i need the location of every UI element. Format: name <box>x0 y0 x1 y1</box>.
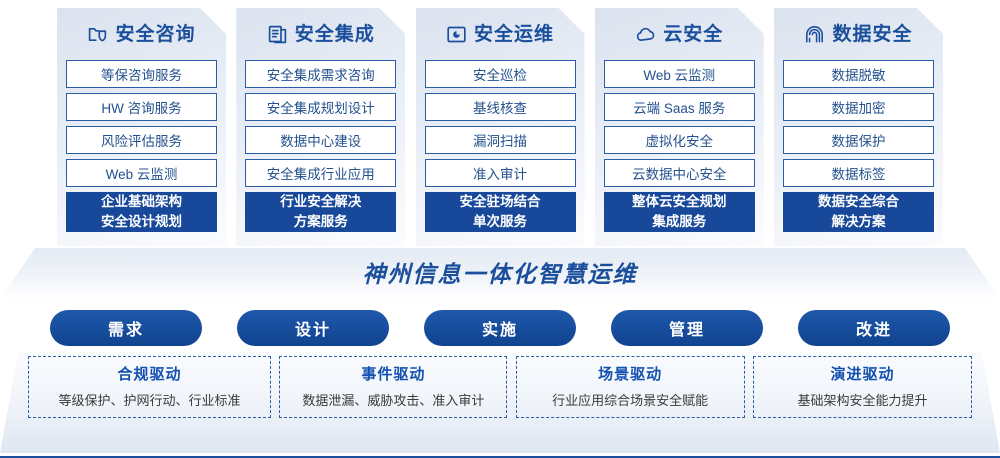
service-item[interactable]: 风险评估服务 <box>66 126 217 154</box>
driver-description: 基础架构安全能力提升 <box>797 393 928 408</box>
driver-title: 事件驱动 <box>361 366 426 383</box>
panel-header: 数据安全 <box>783 8 934 60</box>
service-item[interactable]: 安全巡检 <box>425 60 576 88</box>
panel-summary[interactable]: 安全驻场结合 单次服务 <box>425 192 576 232</box>
panel-summary[interactable]: 企业基础架构 安全设计规划 <box>66 192 217 232</box>
panel-title: 安全集成 <box>294 23 375 45</box>
cloud-icon <box>635 24 656 45</box>
documents-copy-icon <box>267 24 288 45</box>
panel-summary[interactable]: 行业安全解决 方案服务 <box>245 192 396 232</box>
driver-title: 演进驱动 <box>830 366 895 383</box>
platform-banner: 神州信息一体化智慧运维 <box>0 248 1000 300</box>
service-item[interactable]: 云端 Saas 服务 <box>604 93 755 121</box>
driver-description: 数据泄漏、威胁攻击、准入审计 <box>302 393 485 408</box>
service-item[interactable]: 虚拟化安全 <box>604 126 755 154</box>
panel-title: 云安全 <box>663 23 724 45</box>
service-item[interactable]: 安全集成行业应用 <box>245 159 396 187</box>
process-step-improvement[interactable]: 改进 <box>798 310 950 346</box>
service-panels: 安全咨询 等保咨询服务 HW 咨询服务 风险评估服务 Web 云监测 企业基础架… <box>0 8 1000 248</box>
driver-title: 场景驱动 <box>598 366 663 383</box>
panel-summary[interactable]: 整体云安全规划 集成服务 <box>604 192 755 232</box>
driver-evolution[interactable]: 演进驱动 基础架构安全能力提升 <box>752 356 972 418</box>
service-item[interactable]: 安全集成需求咨询 <box>245 60 396 88</box>
panel-summary-line: 企业基础架构 <box>101 194 182 210</box>
process-steps: 需求 设计 实施 管理 改进 <box>0 310 1000 346</box>
drivers-container <box>0 352 1000 453</box>
driver-title: 合规驱动 <box>117 366 182 383</box>
banner-underline <box>0 456 1000 458</box>
panel-header: 安全咨询 <box>66 8 217 60</box>
panel-title: 安全运维 <box>473 23 554 45</box>
fingerprint-icon <box>804 24 825 45</box>
service-item[interactable]: Web 云监测 <box>604 60 755 88</box>
panel-summary-line: 安全驻场结合 <box>459 194 541 210</box>
panel-summary-line: 数据安全综合 <box>818 194 899 210</box>
service-item[interactable]: 数据脱敏 <box>783 60 934 88</box>
process-step-design[interactable]: 设计 <box>237 310 389 346</box>
panel-summary[interactable]: 数据安全综合 解决方案 <box>783 192 934 232</box>
driver-description: 等级保护、护网行动、行业标准 <box>58 393 241 408</box>
panel-summary-line: 方案服务 <box>293 214 348 229</box>
service-item[interactable]: 等保咨询服务 <box>66 60 217 88</box>
service-panel-security-consulting[interactable]: 安全咨询 等保咨询服务 HW 咨询服务 风险评估服务 Web 云监测 企业基础架… <box>57 8 226 246</box>
panel-summary-line: 单次服务 <box>473 214 527 229</box>
service-item[interactable]: 安全集成规划设计 <box>245 93 396 121</box>
shield-folder-icon <box>87 24 108 45</box>
panel-summary-line: 解决方案 <box>831 214 886 229</box>
process-step-requirements[interactable]: 需求 <box>50 310 202 346</box>
panel-header: 安全运维 <box>425 8 576 60</box>
service-panel-data-security[interactable]: 数据安全 数据脱敏 数据加密 数据保护 数据标签 数据安全综合 解决方案 <box>774 8 943 246</box>
panel-summary-line: 集成服务 <box>652 214 707 229</box>
panel-summary-line: 行业安全解决 <box>280 194 362 210</box>
service-item[interactable]: 云数据中心安全 <box>604 159 755 187</box>
drivers-list: 合规驱动 等级保护、护网行动、行业标准 事件驱动 数据泄漏、威胁攻击、准入审计 … <box>0 356 1000 431</box>
platform-banner-title: 神州信息一体化智慧运维 <box>362 261 638 287</box>
service-item[interactable]: 数据中心建设 <box>245 126 396 154</box>
driver-description: 行业应用综合场景安全赋能 <box>552 393 709 408</box>
driver-incident[interactable]: 事件驱动 数据泄漏、威胁攻击、准入审计 <box>279 356 508 418</box>
service-item[interactable]: 基线核查 <box>425 93 576 121</box>
panel-summary-line: 整体云安全规划 <box>632 194 727 210</box>
service-item[interactable]: 准入审计 <box>425 159 576 187</box>
panel-title: 数据安全 <box>832 23 913 45</box>
service-item[interactable]: HW 咨询服务 <box>66 93 217 121</box>
service-panel-security-operations[interactable]: 安全运维 安全巡检 基线核查 漏洞扫描 准入审计 安全驻场结合 单次服务 <box>416 8 585 246</box>
process-step-management[interactable]: 管理 <box>611 310 763 346</box>
service-item[interactable]: Web 云监测 <box>66 159 217 187</box>
panel-header: 云安全 <box>604 8 755 60</box>
panel-header: 安全集成 <box>245 8 396 60</box>
panel-title: 安全咨询 <box>115 23 196 45</box>
process-step-implementation[interactable]: 实施 <box>424 310 576 346</box>
service-panel-cloud-security[interactable]: 云安全 Web 云监测 云端 Saas 服务 虚拟化安全 云数据中心安全 整体云… <box>595 8 764 246</box>
panel-summary-line: 安全设计规划 <box>101 214 182 229</box>
service-item[interactable]: 数据保护 <box>783 126 934 154</box>
driver-compliance[interactable]: 合规驱动 等级保护、护网行动、行业标准 <box>28 356 271 418</box>
service-item[interactable]: 数据加密 <box>783 93 934 121</box>
monitor-chart-icon <box>446 24 467 45</box>
service-panel-security-integration[interactable]: 安全集成 安全集成需求咨询 安全集成规划设计 数据中心建设 安全集成行业应用 行… <box>236 8 405 246</box>
driver-scenario[interactable]: 场景驱动 行业应用综合场景安全赋能 <box>515 356 745 418</box>
service-item[interactable]: 漏洞扫描 <box>425 126 576 154</box>
service-item[interactable]: 数据标签 <box>783 159 934 187</box>
